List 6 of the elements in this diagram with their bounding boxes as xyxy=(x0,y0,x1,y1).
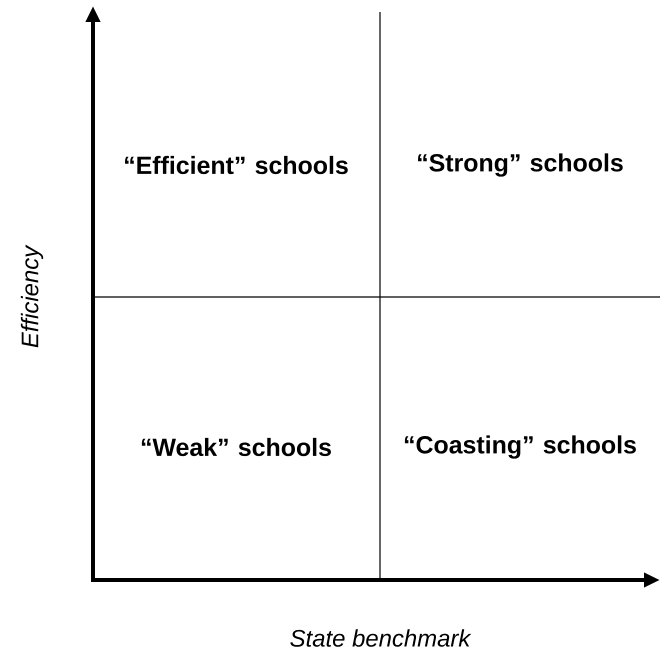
quadrant-label: “Coasting” schools xyxy=(404,435,636,459)
axis-label: State benchmark xyxy=(290,629,472,647)
axis-label: Efficiency xyxy=(20,244,44,348)
quadrant-label: “Strong” schools xyxy=(418,153,623,177)
quadrant-label: “Weak” schools xyxy=(142,438,331,456)
quadrant-label: “Efficient” schools xyxy=(125,156,348,174)
